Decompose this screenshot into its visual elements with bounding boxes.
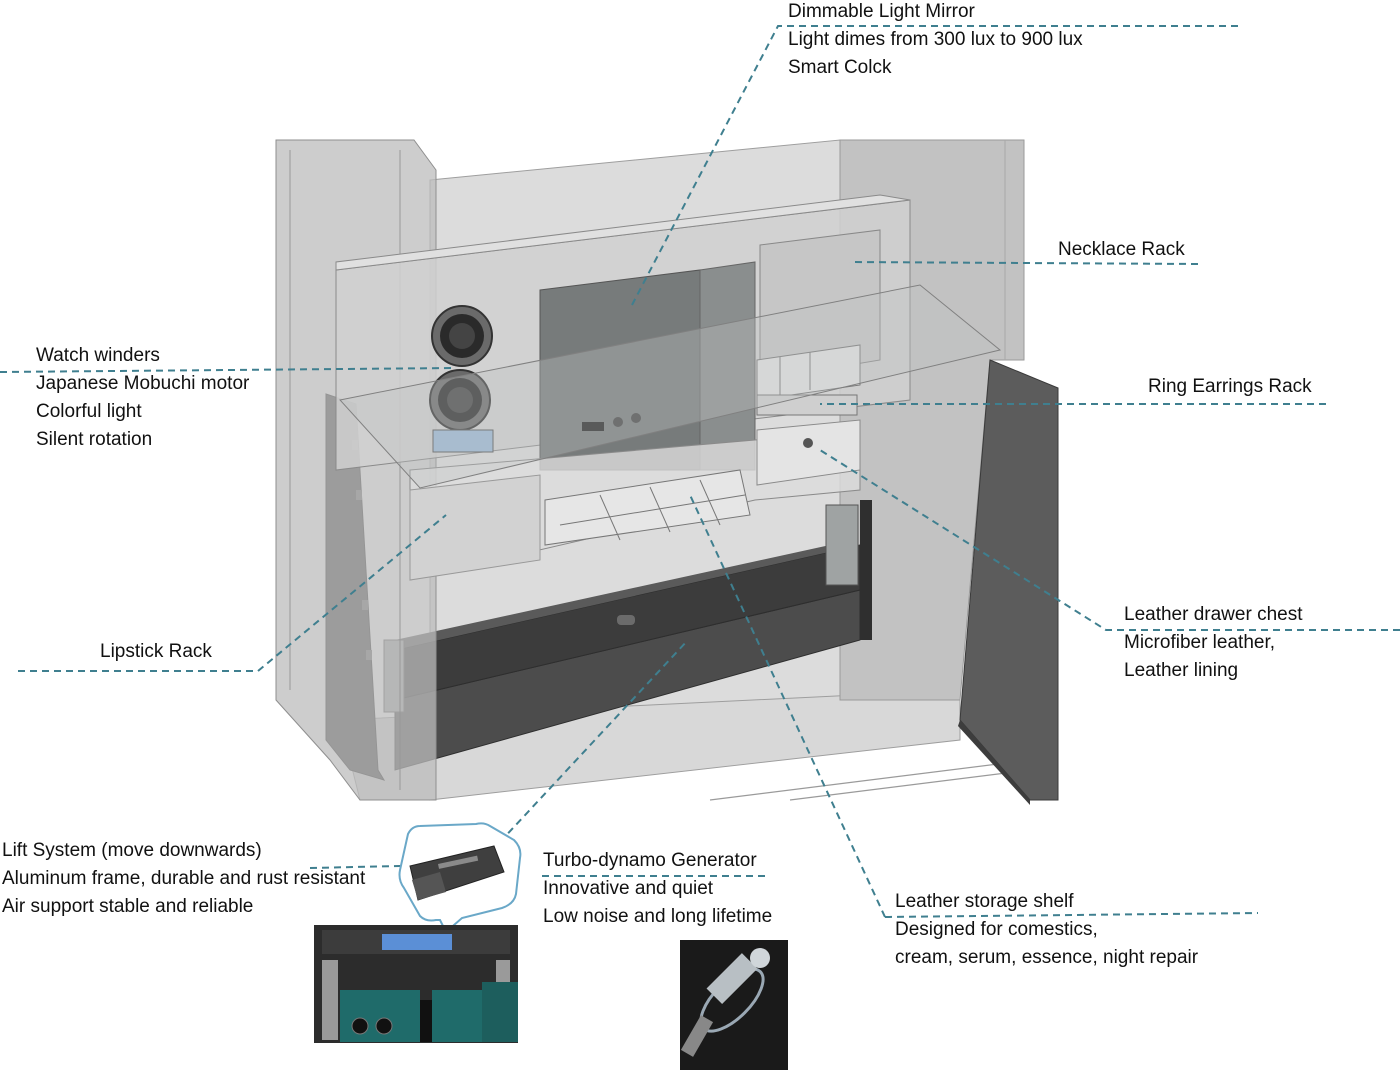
- callout-storage-line-2: Designed for comestics,: [895, 919, 1098, 940]
- callout-lift-line-1: Lift System (move downwards): [2, 840, 262, 861]
- callout-lift-line-2: Aluminum frame, durable and rust resista…: [2, 868, 366, 889]
- callout-ring: Ring Earrings Rack: [1148, 373, 1312, 401]
- callout-drawer-line-2: Microfiber leather,: [1124, 632, 1276, 653]
- lipstick-tray: [544, 469, 751, 546]
- callout-drawer-line-1: Leather drawer chest: [1124, 604, 1303, 625]
- callout-drawer-line-3: Leather lining: [1124, 660, 1239, 681]
- callout-storage-line-1: Leather storage shelf: [895, 891, 1074, 912]
- callout-mirror-line-1: Dimmable Light Mirror: [788, 1, 975, 22]
- callout-drawer: Leather drawer chest Microfiber leather,…: [1124, 601, 1303, 685]
- callout-turbo-line-1: Turbo-dynamo Generator: [543, 850, 757, 871]
- callout-lipstick: Lipstick Rack: [100, 638, 212, 666]
- floor-lines: [709, 759, 1031, 801]
- callout-lipstick-line-1: Lipstick Rack: [100, 641, 212, 662]
- watch-winder-icon: [429, 305, 494, 453]
- callout-necklace: Necklace Rack: [1058, 236, 1185, 264]
- smart-clock-controls: [582, 413, 641, 431]
- callout-turbo-line-2: Innovative and quiet: [543, 878, 714, 899]
- callout-watch-line-4: Silent rotation: [36, 429, 153, 450]
- callout-watch-line-1: Watch winders: [36, 345, 160, 366]
- lift-system-inset: [314, 822, 522, 1043]
- callout-watch-line-2: Japanese Mobuchi motor: [36, 373, 250, 394]
- ring-earrings-tray: [756, 344, 861, 416]
- callout-ring-line-1: Ring Earrings Rack: [1148, 376, 1312, 397]
- right-door: [959, 359, 1059, 801]
- callout-mirror-line-2: Light dimes from 300 lux to 900 lux: [788, 29, 1083, 50]
- callout-storage-line-3: cream, serum, essence, night repair: [895, 947, 1199, 968]
- callout-lift-line-3: Air support stable and reliable: [2, 896, 254, 917]
- leather-drawer: [756, 419, 861, 486]
- callout-watch: Watch winders Japanese Mobuchi motor Col…: [36, 342, 249, 454]
- callout-lift: Lift System (move downwards) Aluminum fr…: [2, 837, 365, 921]
- callout-necklace-line-1: Necklace Rack: [1058, 239, 1185, 260]
- callout-watch-line-3: Colorful light: [36, 401, 142, 422]
- callout-turbo: Turbo-dynamo Generator Innovative and qu…: [543, 847, 772, 931]
- callout-turbo-line-3: Low noise and long lifetime: [543, 906, 773, 927]
- leader-lines: [0, 25, 1400, 918]
- glass-shelf: [339, 284, 1002, 489]
- generator-icon: [680, 940, 788, 1070]
- callout-storage: Leather storage shelf Designed for comes…: [895, 888, 1198, 972]
- callout-mirror: Dimmable Light Mirror Light dimes from 3…: [788, 0, 1083, 82]
- callout-mirror-line-3: Smart Colck: [788, 57, 892, 78]
